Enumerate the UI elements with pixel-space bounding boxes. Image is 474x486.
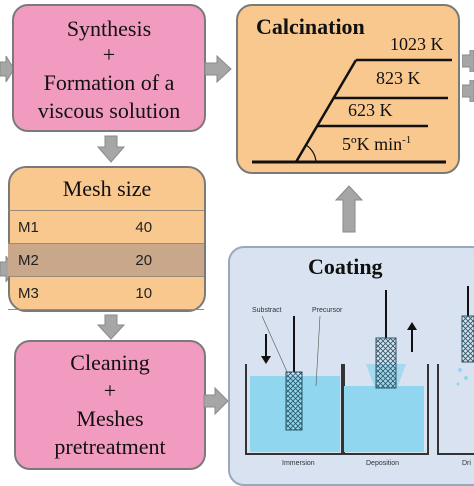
synthesis-line3: Formation of a — [43, 70, 175, 95]
synthesis-plus: + — [102, 42, 116, 67]
mesh-row-name: M3 — [8, 276, 56, 310]
arrow-synthesis-to-mesh — [96, 135, 126, 163]
synthesis-box: Synthesis + Formation of a viscous solut… — [12, 4, 206, 132]
substract-label: Substract — [252, 307, 282, 314]
synthesis-line4: viscous solution — [37, 98, 181, 123]
mesh-row-name: M2 — [8, 243, 56, 277]
mesh-row-highlighted: M2 20 — [8, 243, 204, 277]
stage-drying-label: Dri — [462, 460, 471, 467]
mesh-size-title: Mesh size — [62, 176, 152, 201]
precursor-label: Precursor — [312, 307, 343, 314]
mesh-size-table: M1 40 M2 20 M3 10 — [8, 210, 204, 310]
cleaning-box: Cleaning + Meshes pretreatment — [14, 340, 206, 470]
heating-rate-value: 5ºK min — [342, 134, 403, 154]
right-edge-arrow-top — [462, 50, 474, 72]
calcination-title: Calcination — [256, 14, 365, 39]
cleaning-line3: Meshes — [76, 406, 144, 431]
mesh-row-name: M1 — [8, 210, 56, 244]
stage-deposition-label: Deposition — [366, 460, 400, 467]
left-edge-arrow-top — [0, 56, 14, 82]
mesh-row-value: 40 — [55, 210, 204, 244]
temperature-623k: 623 K — [348, 100, 393, 120]
temperature-823k: 823 K — [376, 68, 421, 88]
heating-rate-label: 5ºK min-1 — [342, 134, 411, 155]
mesh-row: M3 10 — [8, 276, 204, 310]
mesh-row: M1 40 — [8, 210, 204, 244]
dip-coating-illustration — [245, 286, 474, 455]
stage-immersion-label: Immersion — [282, 460, 315, 467]
cleaning-title: Cleaning — [70, 350, 150, 375]
right-edge-arrow-bottom — [462, 80, 474, 102]
mesh-row-value: 20 — [55, 243, 204, 277]
cleaning-line4: pretreatment — [54, 434, 166, 459]
cleaning-plus: + — [103, 378, 117, 403]
calcination-box: Calcination 1023 K 823 K 623 K 5ºK min-1 — [236, 4, 460, 174]
arrow-cleaning-to-coating — [203, 386, 229, 416]
mesh-row-value: 10 — [55, 276, 204, 310]
synthesis-title: Synthesis — [66, 16, 152, 41]
arrow-synthesis-to-calcination — [204, 54, 232, 84]
arrow-mesh-to-cleaning — [96, 314, 126, 340]
arrow-coating-to-calcination — [334, 185, 364, 233]
temperature-ramp-diagram — [252, 58, 452, 164]
temperature-1023k: 1023 K — [390, 34, 444, 54]
heating-rate-exponent: -1 — [402, 134, 412, 146]
coating-title: Coating — [308, 254, 383, 279]
